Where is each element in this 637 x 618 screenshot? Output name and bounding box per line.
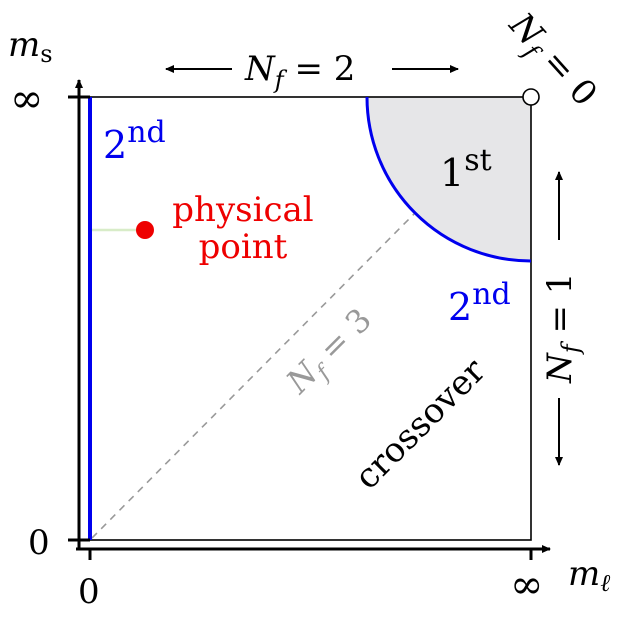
first-order-region bbox=[367, 97, 531, 261]
y-tick-label-zero: 0 bbox=[28, 523, 50, 563]
first-order-label: 1st bbox=[440, 143, 492, 195]
physical-point-marker bbox=[136, 221, 154, 239]
second-order-arc bbox=[365, 96, 532, 263]
second-order-right-label: 2nd bbox=[448, 277, 511, 329]
physical-point-label-line2: point bbox=[199, 227, 288, 267]
nf0-corner-marker bbox=[522, 88, 540, 106]
nf1-label: Nf = 1 bbox=[540, 273, 585, 384]
nf2-label: Nf = 2 bbox=[244, 49, 355, 94]
second-order-left-label: 2nd bbox=[103, 115, 166, 167]
y-tick-label-infinity: ∞ bbox=[10, 76, 43, 122]
physical-point-label-line1: physical bbox=[172, 190, 313, 230]
x-tick-label-infinity: ∞ bbox=[510, 562, 543, 608]
x-tick-label-zero: 0 bbox=[78, 572, 100, 612]
nf3-diagonal bbox=[91, 213, 415, 539]
crossover-label: crossover bbox=[347, 351, 494, 498]
nf3-label: Nf = 3 bbox=[278, 300, 383, 405]
x-axis-label: mℓ bbox=[568, 554, 610, 597]
y-axis-label: ms bbox=[8, 25, 53, 68]
